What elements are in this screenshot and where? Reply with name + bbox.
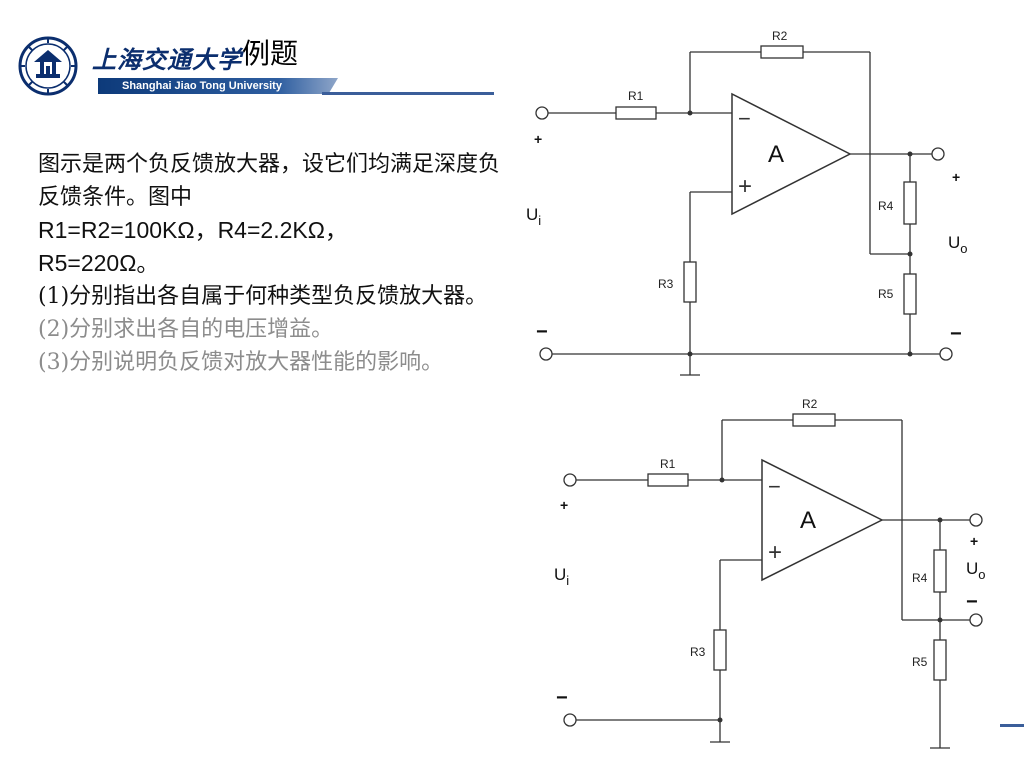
c2-r3-label: R3	[690, 645, 706, 659]
c2-noninverting-sign: +	[768, 539, 782, 566]
c1-amp-label: A	[768, 141, 784, 168]
brand-chinese-name: 上海交通大学	[92, 45, 242, 74]
c2-r5-label: R5	[912, 655, 928, 669]
c2-input-minus: −	[556, 687, 568, 709]
c1-input-minus: −	[536, 321, 548, 343]
c2-input-plus: +	[560, 497, 568, 513]
c2-output-minus: −	[966, 591, 978, 613]
c1-output-voltage-label: Uo	[948, 233, 968, 256]
page-title: 例题	[242, 37, 299, 70]
resistor-values-line-2: R5=220Ω。	[38, 250, 160, 276]
c2-output-plus: +	[970, 533, 978, 549]
c1-r2-label: R2	[772, 29, 788, 43]
brand-english-bar	[98, 78, 338, 94]
problem-statement: 图示是两个负反馈放大器，设它们均满足深度负反馈条件。图中	[38, 152, 501, 210]
circuit-diagram-2: R1 R2 R3 R4 R5 A − + + − + − Ui Uo	[554, 397, 986, 749]
question-2: (2)分别求出各自的电压增益。	[38, 317, 334, 342]
circuit-diagram-1: R1 R2 R3 R4 R5 A − + + − + − Ui Uo	[526, 29, 968, 376]
c2-r4-label: R4	[912, 571, 928, 585]
c2-r2-label: R2	[802, 397, 818, 411]
c1-inverting-sign: −	[738, 106, 751, 131]
sjtu-emblem-icon	[18, 36, 78, 96]
c1-input-plus: +	[534, 131, 542, 147]
brand-english-name: Shanghai Jiao Tong University	[122, 80, 282, 92]
c1-r3-label: R3	[658, 277, 674, 291]
question-3: (3)分别说明负反馈对放大器性能的影响。	[38, 350, 444, 375]
c2-output-voltage-label: Uo	[966, 559, 986, 582]
title-divider	[322, 92, 494, 95]
resistor-values-line-1: R1=R2=100KΩ，R4=2.2KΩ，	[38, 217, 348, 243]
question-1: (1)分别指出各自属于何种类型负反馈放大器。	[38, 284, 488, 309]
corner-accent-bar	[1000, 724, 1024, 727]
c2-inverting-sign: −	[768, 474, 781, 499]
c1-r5-label: R5	[878, 287, 894, 301]
c2-input-voltage-label: Ui	[554, 565, 569, 588]
university-logo: 上海交通大学 Shanghai Jiao Tong University	[14, 30, 344, 100]
c1-output-minus: −	[950, 323, 962, 345]
c1-r4-label: R4	[878, 199, 894, 213]
c1-output-plus: +	[952, 169, 960, 185]
c1-r1-label: R1	[628, 89, 644, 103]
c2-r1-label: R1	[660, 457, 676, 471]
problem-text: 图示是两个负反馈放大器，设它们均满足深度负反馈条件。图中 R1=R2=100KΩ…	[38, 148, 506, 379]
c1-input-voltage-label: Ui	[526, 205, 541, 228]
c2-amp-label: A	[800, 507, 816, 534]
c1-noninverting-sign: +	[738, 173, 752, 200]
